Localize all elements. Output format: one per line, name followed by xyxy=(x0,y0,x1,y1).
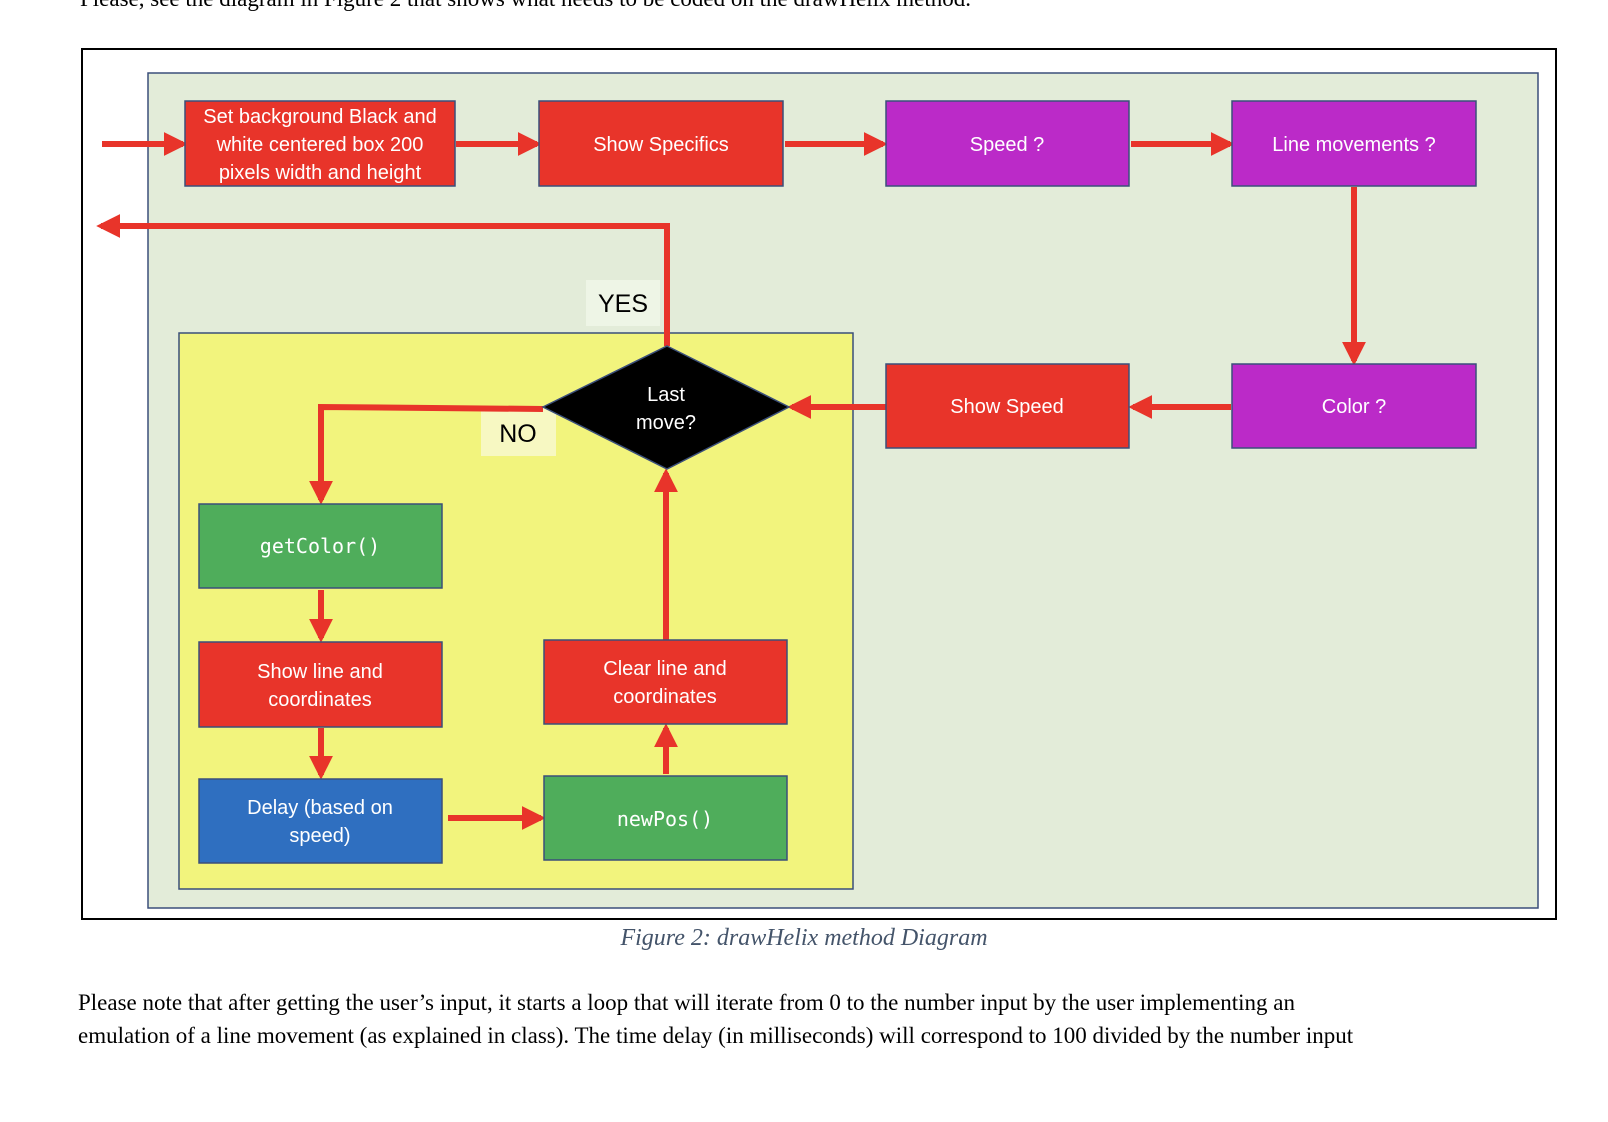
node-text-line: pixels width and height xyxy=(219,162,422,184)
node-text-line: getColor() xyxy=(260,534,380,558)
no-label-background xyxy=(481,408,556,456)
node-text-line: Show Specifics xyxy=(593,134,729,156)
node-color: Color ? xyxy=(1231,363,1477,449)
node-text-line: Delay (based on xyxy=(247,797,393,819)
yes-label: YES xyxy=(598,290,648,318)
node-text-line: coordinates xyxy=(613,686,716,708)
node-text-line: Show Speed xyxy=(950,396,1063,418)
node-text-line: Last xyxy=(647,384,685,406)
yes-label-background xyxy=(586,280,660,326)
node-speed: Speed ? xyxy=(885,100,1130,187)
paragraph-line: Please note that after getting the user’… xyxy=(78,990,1296,1015)
figure-frame xyxy=(81,48,1557,920)
node-text-line: Set background Black and xyxy=(203,106,437,128)
node-text-line: Show line and xyxy=(257,661,383,683)
no-label: NO xyxy=(499,420,537,448)
node-set-background: Set background Black and white centered … xyxy=(184,100,456,187)
node-text-line: Color ? xyxy=(1322,396,1386,418)
node-last-move-decision: Last move? xyxy=(541,345,791,470)
figure-caption: Figure 2: drawHelix method Diagram xyxy=(620,925,988,951)
node-new-pos: newPos() xyxy=(543,775,788,861)
node-text-line: Clear line and xyxy=(603,658,726,680)
paragraph-line: emulation of a line movement (as explain… xyxy=(78,1023,1354,1048)
yes-exit-arrow xyxy=(96,214,670,346)
body-paragraph: Please note that after getting the user’… xyxy=(78,986,1558,1052)
no-branch-arrow xyxy=(309,403,544,505)
node-text-line: Speed ? xyxy=(970,134,1045,156)
node-show-line: Show line and coordinates xyxy=(198,641,443,728)
node-clear-line: Clear line and coordinates xyxy=(543,639,788,725)
node-text-line: coordinates xyxy=(268,689,371,711)
node-delay: Delay (based on speed) xyxy=(198,778,443,864)
node-line-movements: Line movements ? xyxy=(1231,100,1477,187)
intro-text: Please, see the diagram in Figure 2 that… xyxy=(80,0,971,12)
node-text-line: move? xyxy=(636,412,696,434)
node-text-line: white centered box 200 xyxy=(216,134,424,156)
node-show-specifics: Show Specifics xyxy=(538,100,784,187)
node-get-color: getColor() xyxy=(198,503,443,589)
node-text-line: speed) xyxy=(289,825,350,847)
node-text-line: newPos() xyxy=(617,807,713,831)
node-show-speed: Show Speed xyxy=(885,363,1130,449)
node-text-line: Line movements ? xyxy=(1272,134,1435,156)
